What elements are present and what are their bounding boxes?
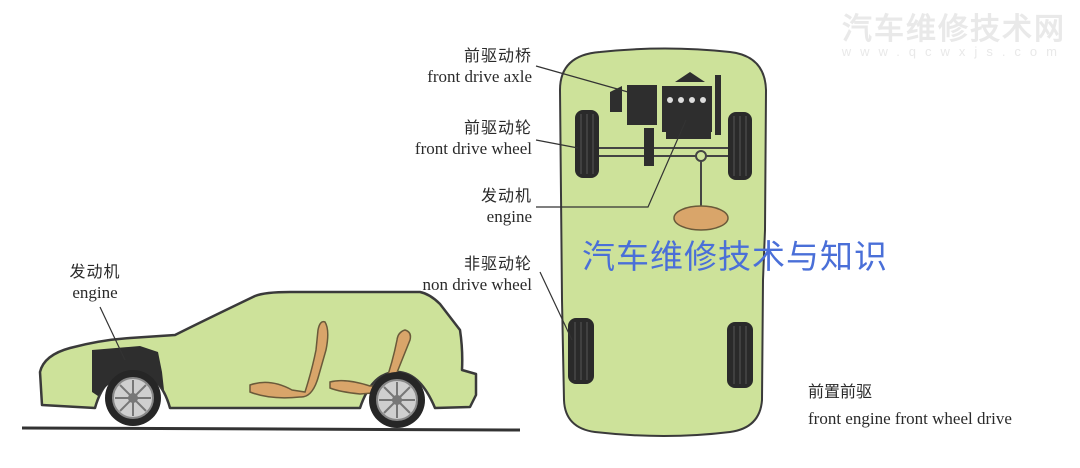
front-seat: [249, 320, 329, 399]
steering-wheel: [673, 205, 729, 231]
rear-wheel-side: [369, 372, 425, 428]
caption-zh: 前置前驱: [808, 382, 873, 401]
engine-top: [662, 86, 712, 132]
car-body-side: [38, 290, 478, 410]
watermark-title: 汽车维修技术网: [842, 12, 1066, 47]
car-body-top: [558, 47, 768, 437]
top-view-car: [535, 47, 768, 437]
label-engine-top-zh: 发动机: [480, 186, 532, 205]
transmission-top: [610, 86, 622, 112]
figure-caption: 前置前驱 front engine front wheel drive: [808, 378, 1012, 434]
side-view-car: [21, 290, 521, 432]
label-engine-top-en: engine: [486, 207, 532, 226]
label-non-drive-wheel-zh: 非驱动轮: [463, 254, 532, 273]
label-front-drive-axle-en: front drive axle: [427, 67, 532, 86]
side-engine-leader: [99, 306, 126, 361]
watermark: 汽车维修技术网 www.qcwxjs.com: [842, 4, 1066, 59]
side-engine-label: 发动机 engine: [58, 262, 132, 303]
watermark-url: www.qcwxjs.com: [841, 44, 1066, 59]
front-wheel-side: [105, 370, 161, 426]
side-engine-label-en: engine: [72, 283, 118, 302]
label-front-drive-wheel-en: front drive wheel: [414, 139, 532, 158]
ground-line: [21, 426, 521, 432]
label-engine-top: 发动机 engine: [481, 186, 532, 227]
label-front-drive-wheel-zh: 前驱动轮: [463, 118, 532, 137]
label-front-drive-axle: 前驱动桥 front drive axle: [427, 46, 532, 87]
transaxle-top: [627, 85, 657, 125]
side-engine-label-zh: 发动机: [69, 262, 121, 281]
label-non-drive-wheel: 非驱动轮 non drive wheel: [422, 254, 532, 295]
label-front-drive-axle-zh: 前驱动桥: [463, 46, 532, 65]
label-non-drive-wheel-en: non drive wheel: [422, 275, 532, 294]
label-front-drive-wheel: 前驱动轮 front drive wheel: [415, 118, 532, 159]
caption-en: front engine front wheel drive: [808, 409, 1012, 429]
overlay-watermark-text: 汽车维修技术与知识: [582, 237, 888, 276]
